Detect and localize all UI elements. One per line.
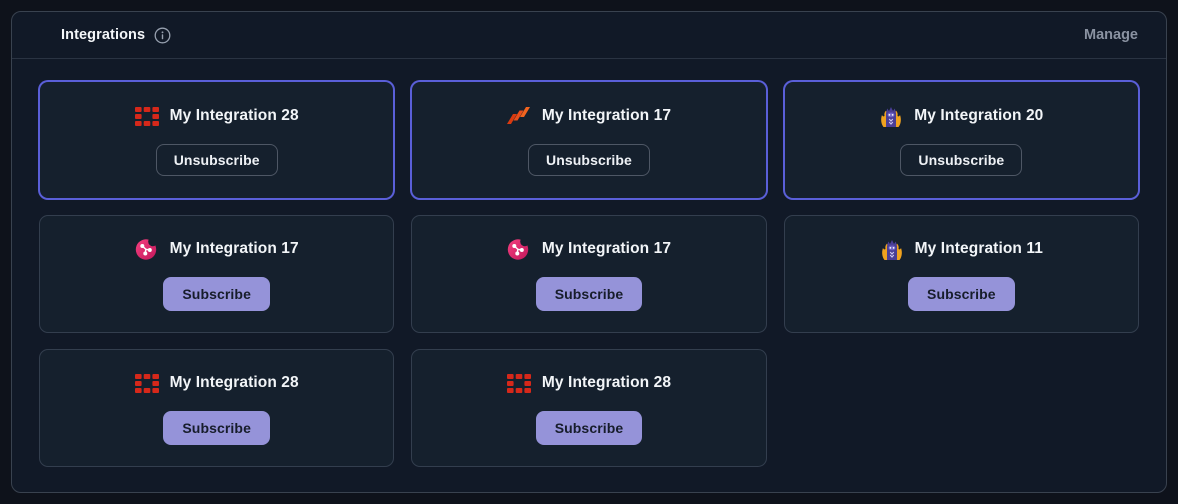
- integration-card: My Integration 20 Unsubscribe: [783, 81, 1139, 199]
- subscribe-button[interactable]: Subscribe: [908, 277, 1015, 311]
- integration-card: My Integration 28 Unsubscribe: [39, 81, 395, 199]
- card-title-row: My Integration 17: [507, 237, 671, 261]
- card-title-row: My Integration 20: [879, 104, 1043, 128]
- integration-name: My Integration 11: [914, 240, 1043, 257]
- integration-card: My Integration 28 Subscribe: [411, 349, 767, 467]
- panel-header: Integrations Manage: [12, 12, 1166, 59]
- subscribe-button[interactable]: Subscribe: [163, 277, 270, 311]
- integration-name: My Integration 17: [541, 240, 672, 257]
- red-tile-grid-icon: [134, 104, 159, 128]
- card-title-row: My Integration 28: [134, 104, 299, 128]
- integration-name: My Integration 28: [541, 374, 672, 391]
- purple-mascot-icon: [879, 104, 903, 128]
- integrations-panel: Integrations Manage: [11, 11, 1167, 493]
- integration-card: My Integration 17 Subscribe: [39, 215, 395, 333]
- manage-link[interactable]: Manage: [1084, 27, 1138, 43]
- unsubscribe-button[interactable]: Unsubscribe: [528, 144, 650, 176]
- integration-card: My Integration 17 Subscribe: [411, 215, 767, 333]
- subscribe-button[interactable]: Subscribe: [163, 411, 270, 445]
- integration-name: My Integration 17: [169, 240, 299, 257]
- integrations-grid: My Integration 28 Unsubscribe My Integra…: [12, 59, 1166, 492]
- subscribe-button[interactable]: Subscribe: [535, 277, 643, 311]
- unsubscribe-button[interactable]: Unsubscribe: [900, 144, 1023, 176]
- red-tile-grid-icon: [134, 371, 159, 395]
- integration-card: My Integration 28 Subscribe: [39, 349, 395, 467]
- page-title: Integrations: [61, 27, 146, 43]
- integration-card: My Integration 11 Subscribe: [783, 215, 1139, 333]
- card-title-row: My Integration 17: [507, 104, 671, 128]
- pink-molecule-icon: [507, 237, 531, 261]
- card-title-row: My Integration 28: [506, 371, 672, 395]
- red-tile-grid-icon: [506, 371, 531, 395]
- card-title-row: My Integration 28: [134, 371, 299, 395]
- card-title-row: My Integration 11: [880, 237, 1043, 261]
- card-title-row: My Integration 17: [135, 237, 299, 261]
- info-icon[interactable]: [154, 27, 171, 44]
- integration-name: My Integration 20: [914, 107, 1044, 124]
- integration-name: My Integration 17: [541, 107, 672, 124]
- integration-name: My Integration 28: [169, 374, 299, 391]
- subscribe-button[interactable]: Subscribe: [535, 411, 643, 445]
- unsubscribe-button[interactable]: Unsubscribe: [155, 144, 278, 176]
- pink-molecule-icon: [135, 237, 159, 261]
- integration-card: My Integration 17 Unsubscribe: [411, 81, 767, 199]
- purple-mascot-icon: [880, 237, 904, 261]
- integration-name: My Integration 28: [169, 107, 299, 124]
- orange-slashes-icon: [507, 104, 531, 128]
